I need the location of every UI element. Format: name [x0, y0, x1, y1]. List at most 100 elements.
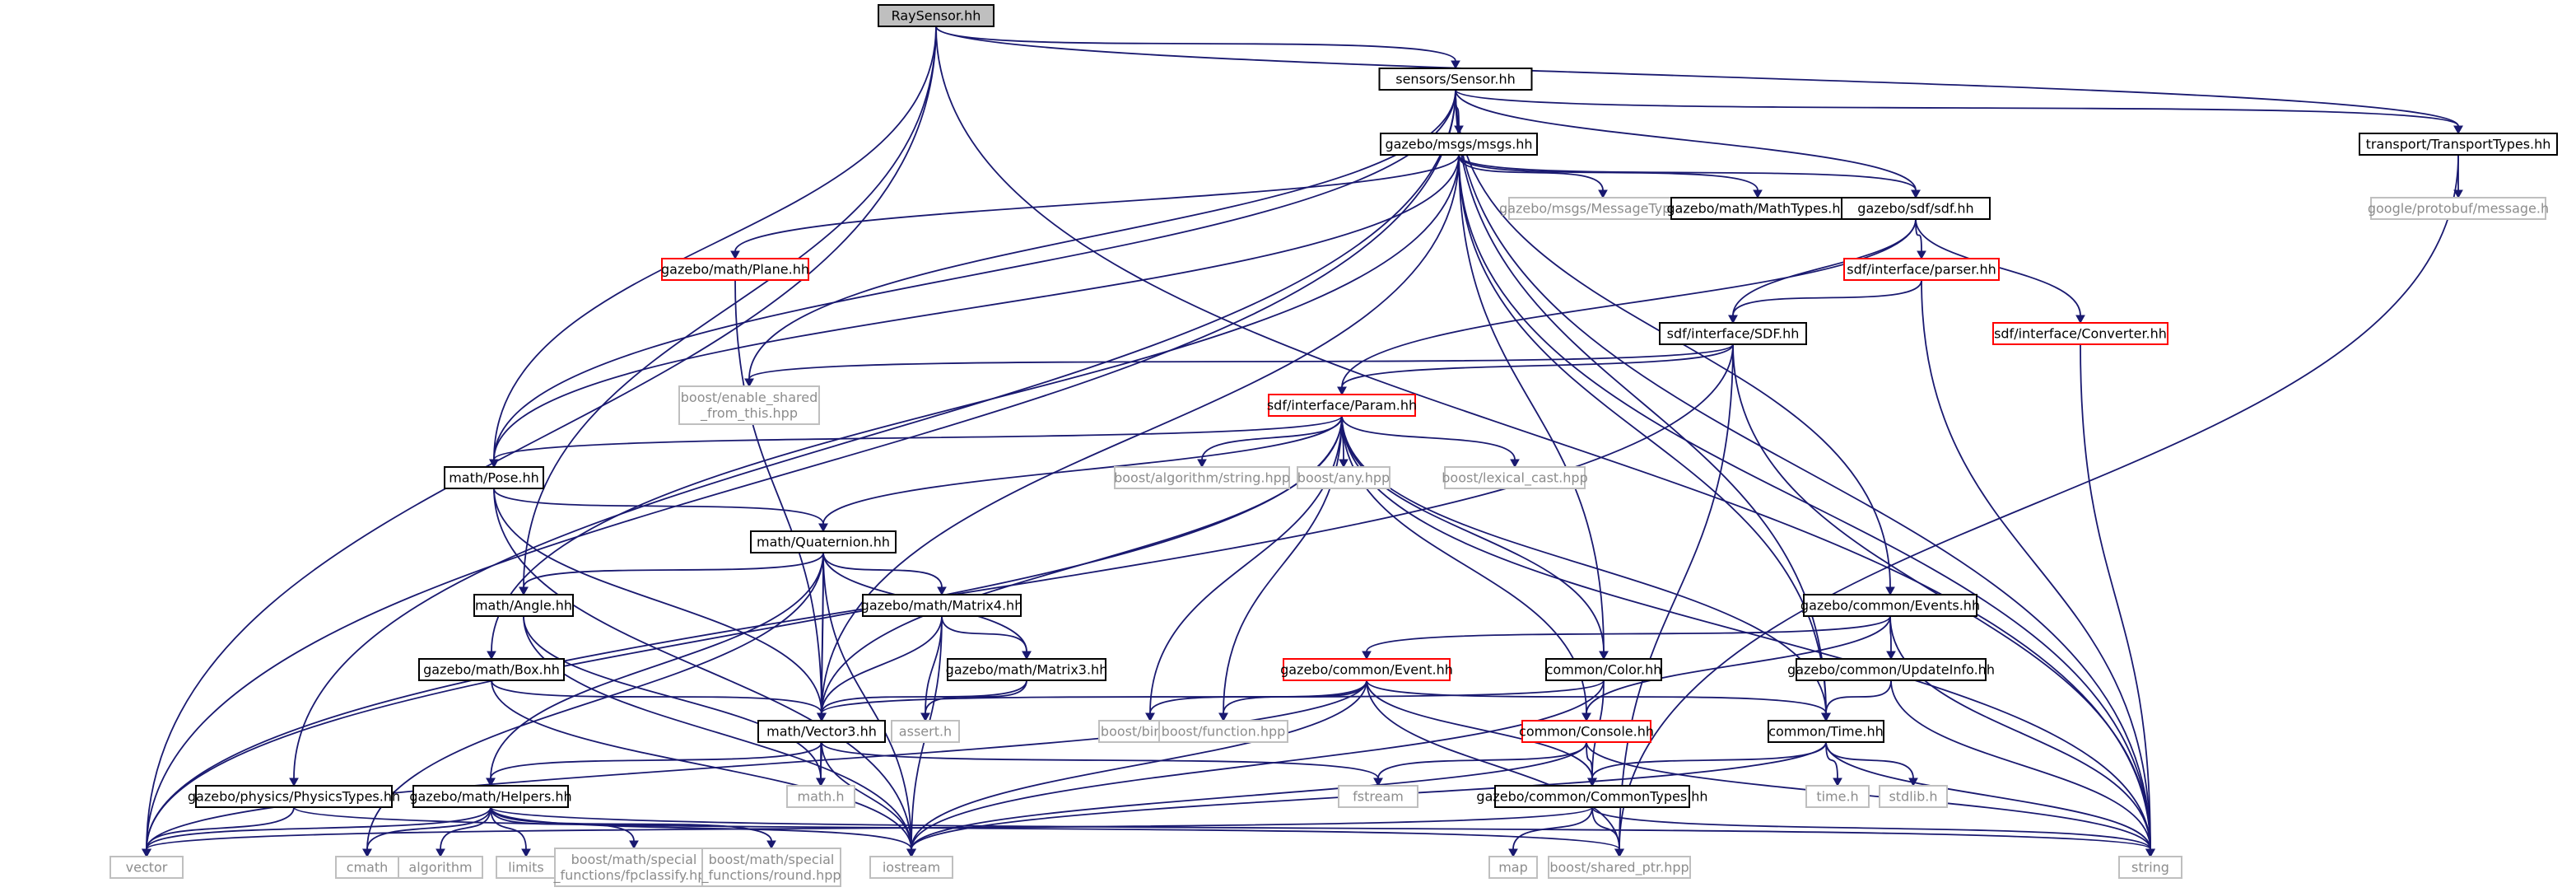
- edge-matrix4-to-matrix3: [941, 615, 1032, 661]
- node-iostream: iostream: [869, 856, 953, 879]
- node-label: algorithm: [408, 860, 472, 876]
- edge-param-to-pose: [489, 415, 1343, 469]
- edge-events-to-console: [1581, 615, 1891, 722]
- edge-quat-to-matrix4: [822, 552, 947, 596]
- edge-helpers-to-cmath: [362, 806, 491, 858]
- node-console[interactable]: common/Console.hh: [1519, 720, 1654, 743]
- edge-raysensor-to-angle: [519, 26, 937, 596]
- edge-updateinfo-to-time: [1821, 680, 1892, 722]
- node-label: gazebo/math/Matrix3.hh: [946, 662, 1108, 678]
- node-label: gazebo/math/Matrix4.hh: [861, 598, 1023, 614]
- node-label: boost/math/special: [709, 852, 835, 867]
- node-label: sdf/interface/parser.hh: [1847, 262, 1996, 278]
- edge-sdfi-to-param: [1337, 343, 1734, 396]
- node-asserth: assert.h: [891, 720, 960, 743]
- node-pose[interactable]: math/Pose.hh: [444, 466, 544, 489]
- node-label: limits: [508, 860, 544, 876]
- node-converter[interactable]: sdf/interface/Converter.hh: [1992, 322, 2168, 345]
- node-sdfi[interactable]: sdf/interface/SDF.hh: [1659, 322, 1807, 345]
- edge-transporttypes-to-sharedptr: [1614, 154, 2459, 858]
- node-balgstr: boost/algorithm/string.hpp: [1114, 466, 1290, 489]
- node-label: google/protobuf/message.h: [2368, 201, 2549, 217]
- node-mathtypes[interactable]: gazebo/math/MathTypes.hh: [1666, 197, 1849, 220]
- node-fpclassify: boost/math/special_functions/fpclassify.…: [552, 848, 715, 887]
- node-vector3[interactable]: math/Vector3.hh: [757, 720, 886, 743]
- node-label: _functions/round.hpp: [701, 867, 841, 884]
- node-algorithm: algorithm: [398, 856, 483, 879]
- edge-console-to-fstream: [1373, 741, 1587, 787]
- node-helpers[interactable]: gazebo/math/Helpers.hh: [409, 785, 572, 808]
- node-raysensor[interactable]: RaySensor.hh: [878, 4, 995, 27]
- edge-param-to-color: [1341, 415, 1609, 661]
- node-label: gazebo/msgs/msgs.hh: [1385, 137, 1532, 152]
- edge-physicstypes-to-vector: [142, 806, 295, 858]
- edge-msgs-to-plane: [730, 154, 1460, 260]
- edge-msgs-to-sdfhh: [1458, 154, 1921, 199]
- node-label: gazebo/common/CommonTypes.hh: [1476, 789, 1707, 805]
- node-label: gazebo/math/Plane.hh: [661, 262, 809, 278]
- edge-event-to-time: [1366, 680, 1831, 722]
- node-matrix3[interactable]: gazebo/math/Matrix3.hh: [946, 658, 1108, 681]
- node-box[interactable]: gazebo/math/Box.hh: [418, 658, 565, 681]
- node-label: transport/TransportTypes.hh: [2366, 137, 2551, 152]
- edge-events-to-string: [1889, 615, 2155, 858]
- node-label: vector: [126, 860, 168, 876]
- node-label: math/Pose.hh: [449, 470, 539, 486]
- node-label: math.h: [797, 789, 844, 805]
- node-matrix4[interactable]: gazebo/math/Matrix4.hh: [861, 594, 1023, 617]
- edge-msgs-to-time: [1458, 154, 1831, 722]
- node-label: math/Vector3.hh: [766, 724, 877, 740]
- edge-updateinfo-to-string: [1890, 680, 2155, 858]
- node-label: common/Color.hh: [1546, 662, 1662, 678]
- edge-raysensor-to-transporttypes: [935, 26, 2463, 135]
- node-label: sdf/interface/Converter.hh: [1994, 326, 2167, 342]
- node-vector: vector: [109, 856, 184, 879]
- node-transporttypes[interactable]: transport/TransportTypes.hh: [2359, 133, 2558, 156]
- node-sharedptr: boost/shared_ptr.hpp: [1548, 856, 1691, 879]
- edge-matrix4-to-vector3: [817, 615, 943, 722]
- node-cmath: cmath: [335, 856, 399, 879]
- node-blex: boost/lexical_cast.hpp: [1442, 466, 1588, 489]
- edge-parser-to-sdfi: [1728, 279, 1922, 325]
- node-msgs[interactable]: gazebo/msgs/msgs.hh: [1380, 133, 1538, 156]
- node-label: gazebo/common/Event.hh: [1280, 662, 1453, 678]
- node-events[interactable]: gazebo/common/Events.hh: [1800, 594, 1980, 617]
- node-label: gazebo/msgs/MessageTypes.hh: [1499, 201, 1707, 217]
- edge-msgs-to-pose: [489, 154, 1460, 469]
- edge-time-to-string: [1825, 741, 2155, 858]
- node-protobuf: google/protobuf/message.h: [2368, 197, 2549, 220]
- node-label: string: [2131, 860, 2169, 876]
- node-label: _from_this.hpp: [700, 405, 798, 422]
- edge-sensor-to-enable: [744, 89, 1456, 388]
- node-label: common/Console.hh: [1519, 724, 1654, 740]
- node-angle[interactable]: math/Angle.hh: [473, 594, 574, 617]
- node-sdfhh[interactable]: gazebo/sdf/sdf.hh: [1841, 197, 1991, 220]
- node-color[interactable]: common/Color.hh: [1545, 658, 1662, 681]
- node-label: sdf/interface/Param.hh: [1267, 398, 1417, 413]
- node-label: assert.h: [899, 724, 952, 740]
- edge-helpers-to-limits: [490, 806, 531, 858]
- edge-msgs-to-messagetypes: [1458, 154, 1608, 199]
- edge-sensor-to-transporttypes: [1455, 89, 2463, 135]
- node-parser[interactable]: sdf/interface/parser.hh: [1843, 258, 2000, 281]
- edge-physicstypes-to-sharedptr: [293, 806, 1624, 858]
- node-label: common/Time.hh: [1768, 724, 1884, 740]
- node-enable: boost/enable_shared_from_this.hpp: [678, 385, 820, 425]
- node-label: boost/shared_ptr.hpp: [1549, 860, 1689, 876]
- node-event[interactable]: gazebo/common/Event.hh: [1280, 658, 1453, 681]
- node-plane[interactable]: gazebo/math/Plane.hh: [661, 258, 809, 281]
- node-sensor[interactable]: sensors/Sensor.hh: [1378, 68, 1533, 91]
- node-label: math/Quaternion.hh: [757, 535, 890, 550]
- node-time[interactable]: common/Time.hh: [1768, 720, 1884, 743]
- node-label: sensors/Sensor.hh: [1395, 72, 1516, 87]
- node-param[interactable]: sdf/interface/Param.hh: [1267, 394, 1417, 417]
- node-label: boost/algorithm/string.hpp: [1114, 470, 1290, 486]
- node-updateinfo[interactable]: gazebo/common/UpdateInfo.hh: [1787, 658, 1995, 681]
- node-quat[interactable]: math/Quaternion.hh: [750, 530, 897, 553]
- node-physicstypes[interactable]: gazebo/physics/PhysicsTypes.hh: [188, 785, 400, 808]
- node-commontypes[interactable]: gazebo/common/CommonTypes.hh: [1476, 785, 1708, 808]
- edge-matrix3-to-asserth: [920, 680, 1027, 722]
- node-label: gazebo/physics/PhysicsTypes.hh: [188, 789, 400, 805]
- node-fstream: fstream: [1338, 785, 1418, 808]
- node-label: iostream: [883, 860, 940, 876]
